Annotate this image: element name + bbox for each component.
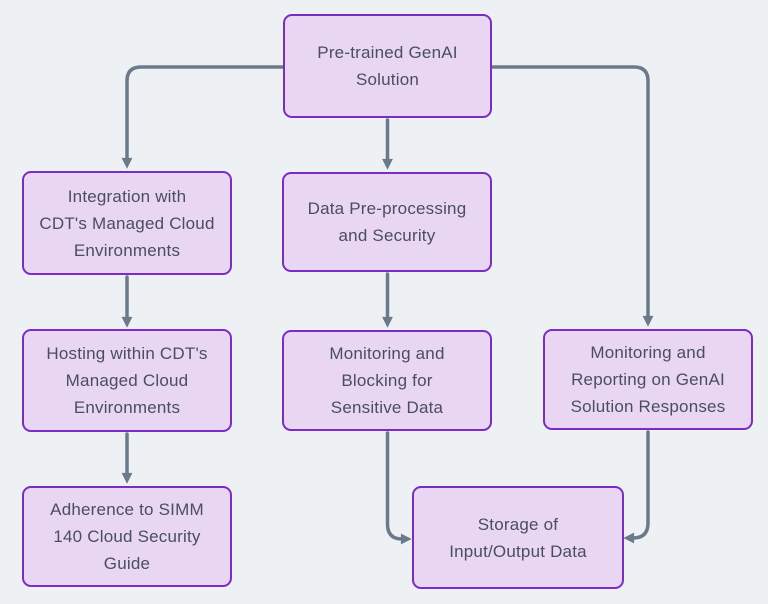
edge-pretrained-to-integration-arrow	[121, 65, 285, 169]
node-monitoring-reporting-genai-responses: Monitoring and Reporting on GenAI Soluti…	[543, 329, 753, 430]
node-monitoring-blocking-sensitive-data-label: Monitoring and Blocking for Sensitive Da…	[329, 344, 445, 417]
node-pretrained-genai-solution-label: Pre-trained GenAI Solution	[317, 43, 458, 89]
node-hosting-cdt-managed-cloud: Hosting within CDT's Managed Cloud Envir…	[22, 329, 232, 432]
node-storage-input-output-data-label: Storage of Input/Output Data	[449, 514, 587, 561]
node-adherence-simm-140-label: Adherence to SIMM 140 Cloud Security Gui…	[50, 500, 204, 573]
node-data-preprocessing-security-label: Data Pre-processing and Security	[307, 199, 467, 245]
node-adherence-simm-140: Adherence to SIMM 140 Cloud Security Gui…	[22, 486, 232, 587]
node-data-preprocessing-security: Data Pre-processing and Security	[282, 172, 492, 272]
node-pretrained-genai-solution: Pre-trained GenAI Solution	[283, 14, 492, 118]
edge-monitoring-reporting-to-storage-arrow	[623, 430, 650, 544]
node-storage-input-output-data: Storage of Input/Output Data	[412, 486, 624, 589]
edge-monitoring-blocking-to-storage-arrow	[385, 431, 412, 545]
node-integration-cdt-managed-cloud-label: Integration with CDT's Managed Cloud Env…	[39, 186, 215, 260]
node-hosting-cdt-managed-cloud-label: Hosting within CDT's Managed Cloud Envir…	[46, 344, 208, 417]
edge-pretrained-to-monitoring-reporting-arrow	[491, 65, 654, 327]
node-monitoring-reporting-genai-responses-label: Monitoring and Reporting on GenAI Soluti…	[570, 343, 726, 416]
node-integration-cdt-managed-cloud: Integration with CDT's Managed Cloud Env…	[22, 171, 232, 275]
node-monitoring-blocking-sensitive-data: Monitoring and Blocking for Sensitive Da…	[282, 330, 492, 431]
